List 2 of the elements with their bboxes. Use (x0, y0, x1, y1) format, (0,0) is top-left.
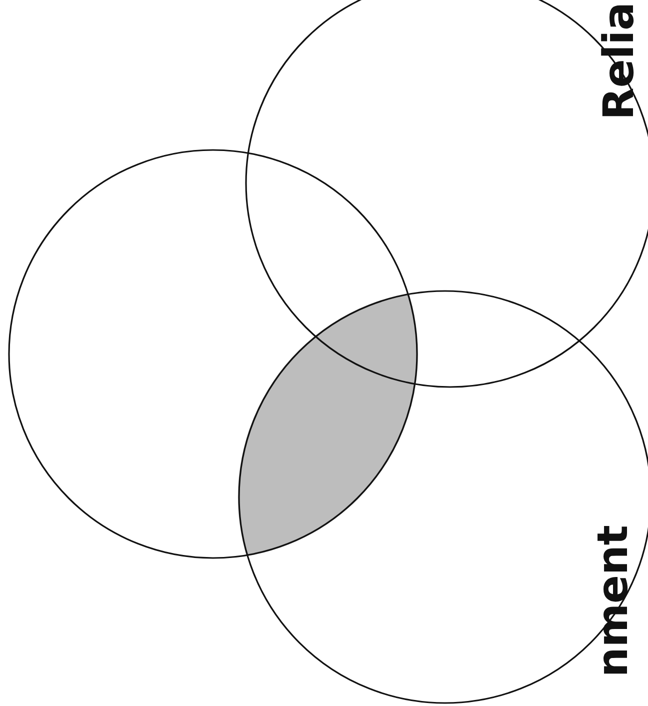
circle-label: nment (592, 525, 634, 678)
circle-label: Relia (598, 2, 640, 120)
